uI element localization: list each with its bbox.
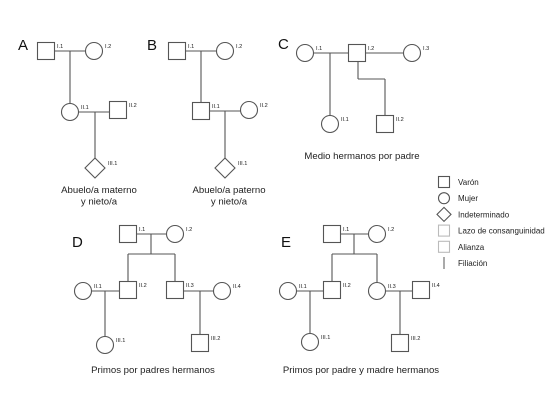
individual-label: II.1	[341, 117, 349, 123]
panel-caption: y nieto/a	[211, 197, 248, 208]
legend-label: Mujer	[458, 194, 478, 203]
individual-label: II.2	[396, 117, 404, 123]
circle-symbol	[60, 102, 80, 122]
square-symbol	[322, 224, 342, 244]
legend-label: Alianza	[458, 243, 485, 252]
panel-letter: C	[278, 36, 289, 53]
individual-label: III.1	[238, 161, 247, 167]
legend-square-symbol	[437, 175, 451, 189]
square-symbol	[411, 280, 431, 300]
individual-label: I.2	[368, 46, 374, 52]
individual-label: I.2	[186, 227, 192, 233]
panel-caption: Primos por padre y madre hermanos	[283, 365, 439, 376]
individual-label: II.4	[233, 284, 241, 290]
panel-letter: A	[18, 37, 28, 54]
individual-label: I.1	[343, 227, 349, 233]
circle-symbol	[239, 100, 259, 120]
circle-symbol	[367, 281, 387, 301]
circle-symbol	[212, 281, 232, 301]
square-symbol	[167, 41, 187, 61]
circle-symbol	[215, 41, 235, 61]
individual-symbols	[36, 41, 431, 355]
individual-label: II.1	[94, 284, 102, 290]
individual-label: I.3	[423, 46, 429, 52]
individual-label: II.2	[129, 103, 137, 109]
panel-caption: y nieto/a	[81, 197, 118, 208]
legend-label: Indeterminado	[458, 210, 510, 219]
circle-symbol	[300, 332, 320, 352]
individual-label: III.2	[411, 336, 420, 342]
individual-label: III.1	[321, 335, 330, 341]
panel-letter: E	[281, 234, 291, 251]
diamond-symbol	[84, 157, 106, 179]
square-symbol	[375, 114, 395, 134]
circle-symbol	[402, 43, 422, 63]
circle-symbol	[165, 224, 185, 244]
individual-label: II.2	[343, 283, 351, 289]
circle-symbol	[278, 281, 298, 301]
legend-square-symbol	[437, 224, 451, 237]
panel-letter: B	[147, 37, 157, 54]
individual-label: II.3	[186, 283, 194, 289]
circle-symbol	[73, 281, 93, 301]
circle-symbol	[295, 43, 315, 63]
individual-label: I.1	[188, 44, 194, 50]
individual-label: I.2	[105, 44, 111, 50]
legend-label: Filiación	[458, 259, 487, 268]
legend-label: Varón	[458, 178, 479, 187]
individual-label: I.1	[139, 227, 145, 233]
individual-label: III.1	[108, 161, 117, 167]
square-symbol	[118, 224, 138, 244]
panel-caption: Abuelo/a paterno	[192, 185, 265, 196]
circle-symbol	[320, 114, 340, 134]
legend-diamond-symbol	[436, 206, 452, 223]
square-symbol	[322, 280, 342, 300]
panel-caption: Abuelo/a materno	[61, 185, 137, 196]
individual-label: II.2	[260, 103, 268, 109]
individual-label: I.2	[388, 227, 394, 233]
panel-caption: Primos por padres hermanos	[91, 365, 215, 376]
diamond-symbol	[214, 157, 236, 179]
panel-caption: Medio hermanos por padre	[304, 151, 419, 162]
circle-symbol	[84, 41, 104, 61]
individual-label: I.1	[316, 46, 322, 52]
individual-label: III.1	[116, 338, 125, 344]
individual-label: II.4	[432, 283, 440, 289]
square-symbol	[108, 100, 128, 120]
square-symbol	[165, 280, 185, 300]
square-symbol	[390, 333, 410, 353]
legend-label: Lazo de consanguinidad	[458, 227, 545, 236]
panel-letter: D	[72, 234, 83, 251]
square-symbol	[118, 280, 138, 300]
square-symbol	[347, 43, 367, 63]
individual-label: II.2	[139, 283, 147, 289]
circle-symbol	[367, 224, 387, 244]
individual-label: I.2	[236, 44, 242, 50]
individual-label: II.1	[299, 284, 307, 290]
individual-label: I.1	[57, 44, 63, 50]
square-symbol	[36, 41, 56, 61]
circle-symbol	[95, 335, 115, 355]
legend-square-symbol	[437, 240, 451, 253]
individual-label: II.1	[212, 104, 220, 110]
square-symbol	[190, 333, 210, 353]
square-symbol	[191, 101, 211, 121]
legend-circle-symbol	[437, 192, 451, 205]
individual-label: II.3	[388, 284, 396, 290]
individual-label: II.1	[81, 105, 89, 111]
individual-label: III.2	[211, 336, 220, 342]
